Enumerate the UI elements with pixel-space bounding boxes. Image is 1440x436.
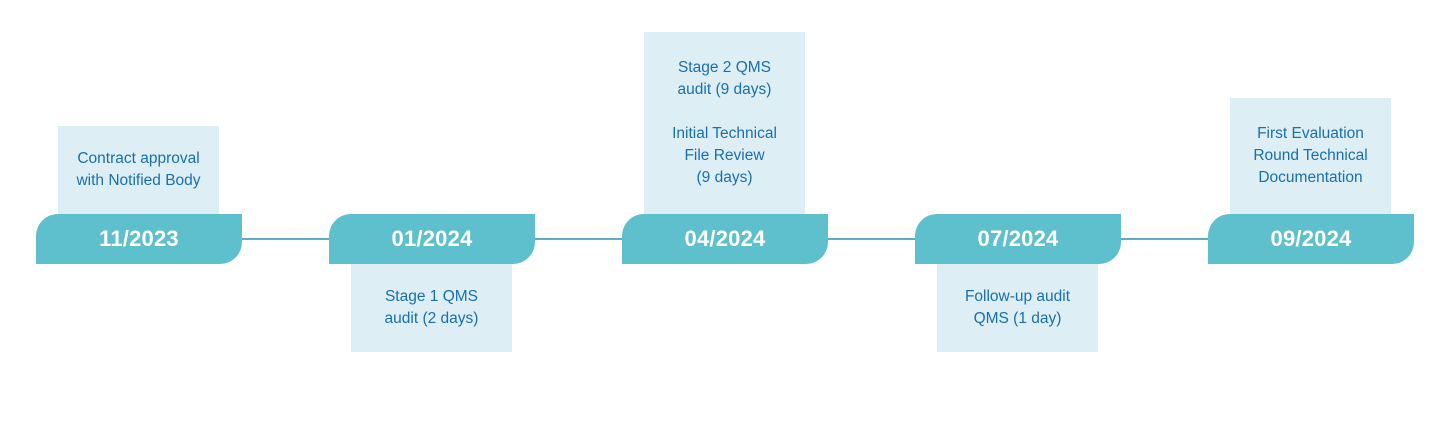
note-line: Documentation bbox=[1258, 169, 1363, 186]
milestone-note: Follow-up audit QMS (1 day) bbox=[937, 264, 1098, 352]
milestone-date-tab: 01/2024 bbox=[329, 214, 535, 264]
milestone-note: Stage 2 QMS audit (9 days) Initial Techn… bbox=[644, 32, 805, 214]
note-line: audit (9 days) bbox=[677, 81, 772, 98]
milestone-date-tab: 09/2024 bbox=[1208, 214, 1414, 264]
note-line: audit (2 days) bbox=[384, 310, 479, 327]
milestone-date: 01/2024 bbox=[391, 226, 473, 251]
milestone-date: 07/2024 bbox=[977, 226, 1059, 251]
note-line: with Notified Body bbox=[76, 172, 201, 189]
note-line: Contract approval bbox=[77, 150, 200, 167]
milestone-date-tab: 04/2024 bbox=[622, 214, 828, 264]
milestone-date-tab: 11/2023 bbox=[36, 214, 242, 264]
milestone-date: 09/2024 bbox=[1270, 226, 1352, 251]
milestone-date-tab: 07/2024 bbox=[915, 214, 1121, 264]
note-line: Stage 2 QMS bbox=[677, 59, 772, 76]
note-line: File Review bbox=[684, 147, 765, 164]
note-line: Initial Technical bbox=[672, 125, 777, 142]
milestone-note: Stage 1 QMS audit (2 days) bbox=[351, 264, 512, 352]
milestone-date: 11/2023 bbox=[99, 226, 179, 251]
milestone-note: First Evaluation Round Technical Documen… bbox=[1230, 98, 1391, 214]
note-line: Follow-up audit bbox=[964, 288, 1071, 305]
note-line: First Evaluation bbox=[1257, 125, 1364, 142]
note-line: (9 days) bbox=[696, 169, 753, 186]
note-line: Round Technical bbox=[1253, 147, 1368, 164]
milestone-date: 04/2024 bbox=[684, 226, 766, 251]
note-line: Stage 1 QMS bbox=[384, 288, 479, 305]
milestone-note: Contract approval with Notified Body bbox=[58, 126, 219, 214]
note-line: QMS (1 day) bbox=[973, 310, 1062, 327]
